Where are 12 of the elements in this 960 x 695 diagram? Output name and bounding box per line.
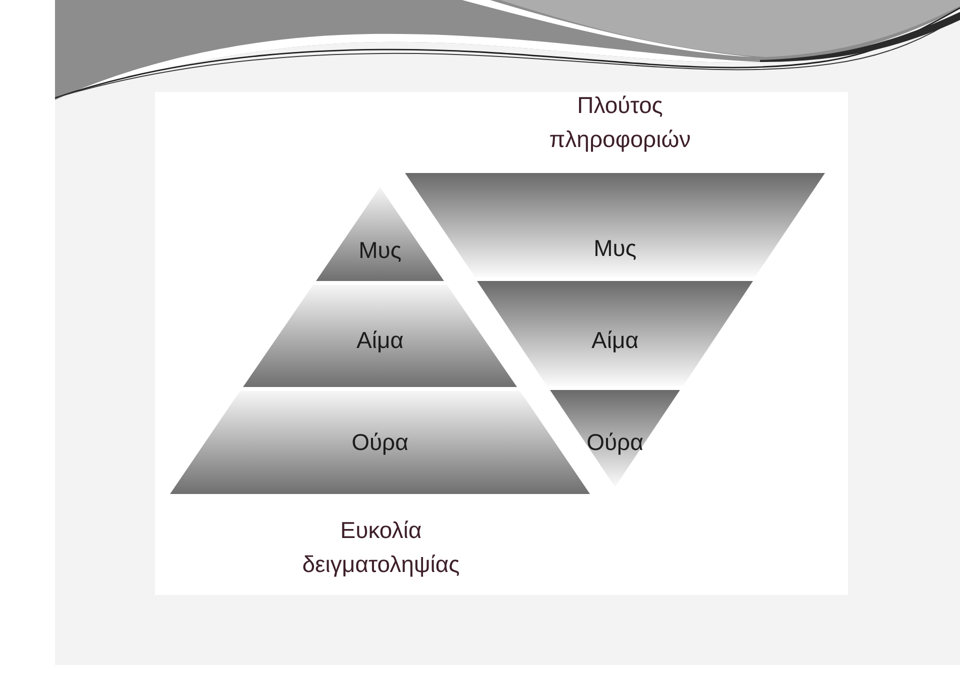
pyramid-tier bbox=[316, 187, 444, 281]
pyramid-tier bbox=[243, 285, 517, 387]
axis-heading: Ευκολία δειγματοληψίας bbox=[301, 516, 461, 579]
tier-label: Ούρα bbox=[586, 428, 644, 456]
pyramid-tier bbox=[550, 390, 680, 487]
pyramid-tier bbox=[477, 281, 753, 386]
tier-label: Αίμα bbox=[592, 326, 638, 354]
tier-label: Ούρα bbox=[352, 428, 408, 456]
tier-label: Μυς bbox=[594, 234, 636, 262]
tier-label: Μυς bbox=[358, 236, 402, 264]
axis-heading: Πλούτος πληροφοριών bbox=[548, 91, 692, 154]
tier-label: Αίμα bbox=[356, 326, 404, 354]
